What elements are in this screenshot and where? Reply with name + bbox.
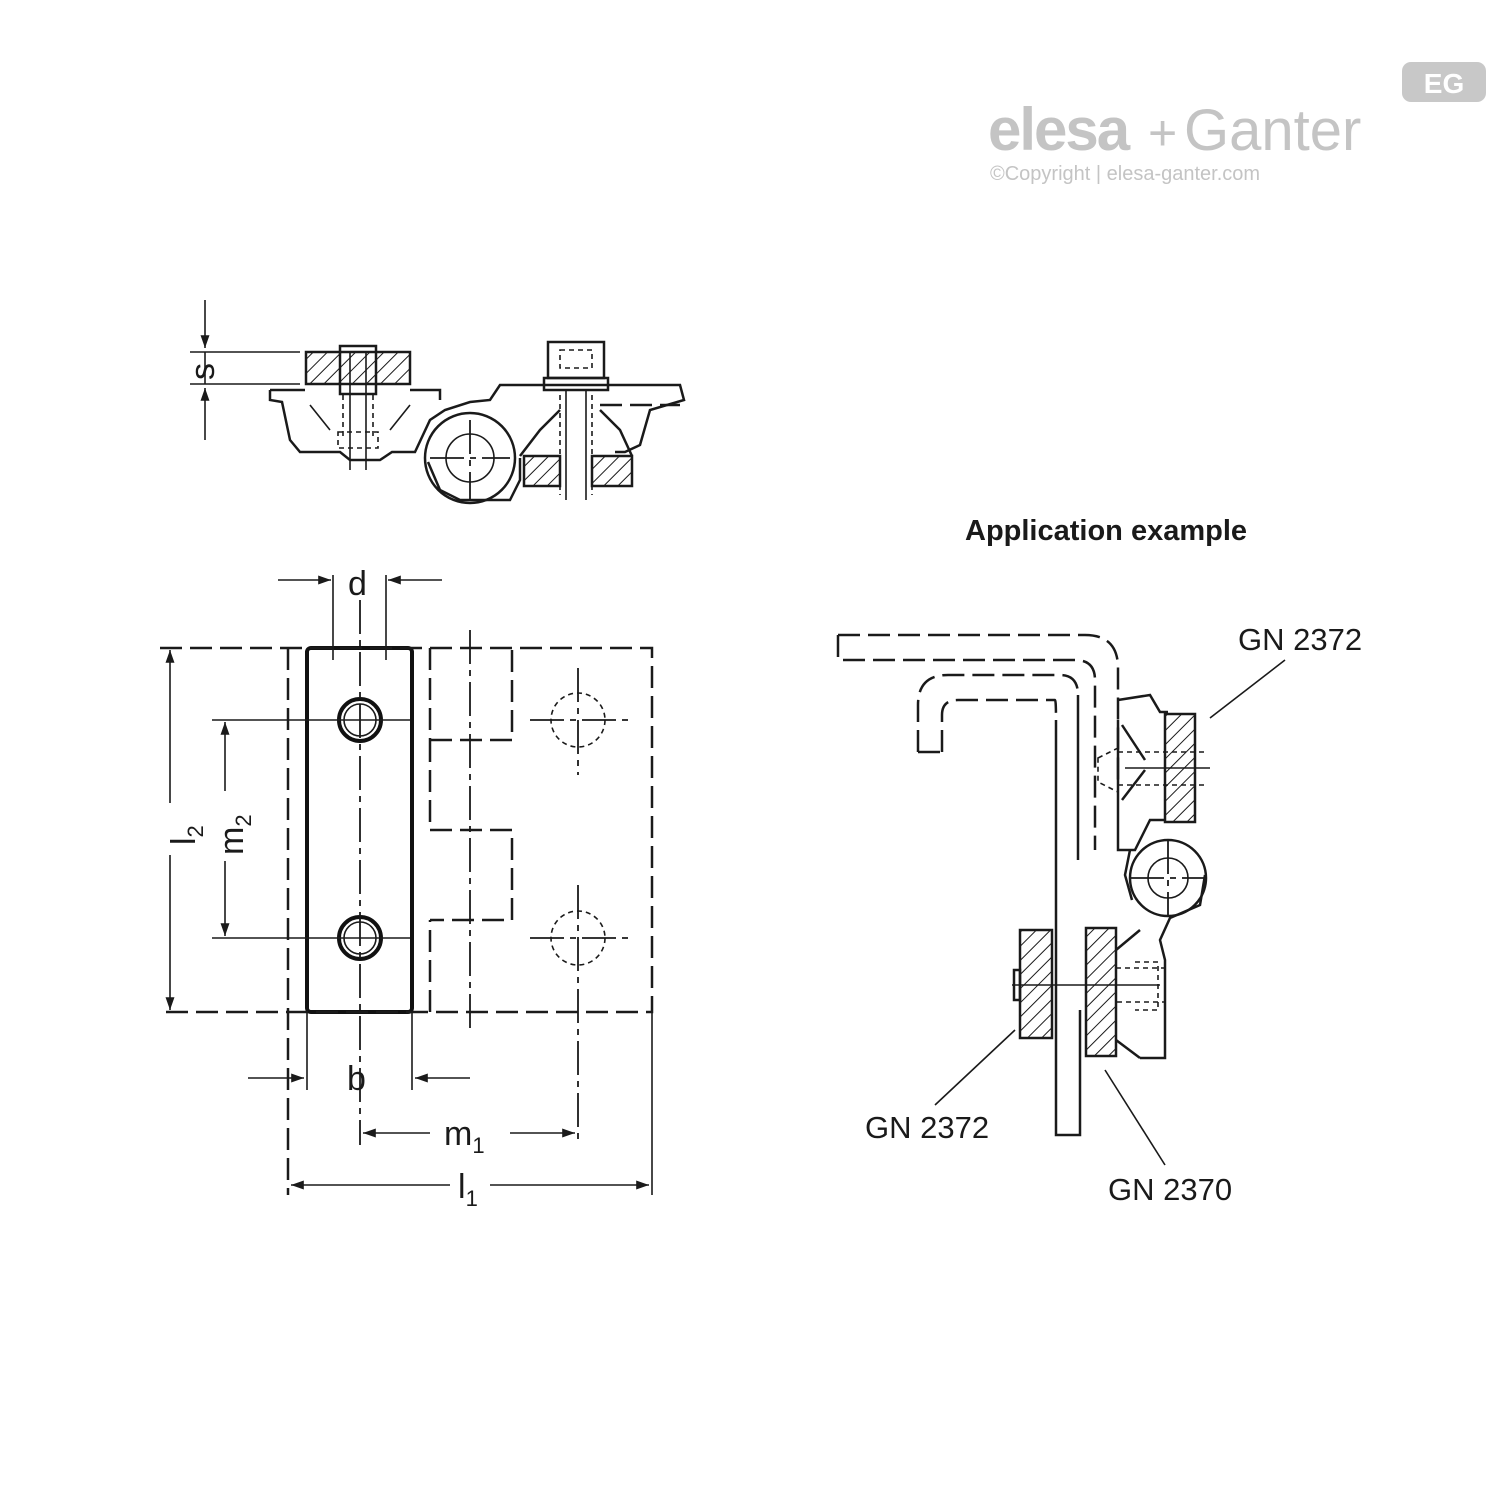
svg-text:m2: m2 [213, 814, 256, 855]
dimension-l1: l1 [458, 1168, 478, 1211]
front-view: d l2 m2 b m1 l1 [159, 565, 654, 1211]
application-title: Application example [965, 515, 1247, 547]
lower-nut-plate-right [1084, 926, 1118, 1058]
dimension-m1: m1 [444, 1115, 485, 1158]
hinge-knuckle [423, 411, 517, 505]
svg-text:l2: l2 [165, 825, 208, 845]
eg-badge-label: EG [1424, 68, 1464, 99]
leader-left [934, 1029, 1016, 1106]
nut-plate-section [304, 350, 412, 386]
logo-plus: + [1148, 105, 1177, 161]
logo-ganter: Ganter [1184, 98, 1361, 163]
side-view: s [184, 300, 686, 505]
copyright-text: ©Copyright | elesa-ganter.com [990, 163, 1260, 185]
logo-elesa: elesa [988, 96, 1131, 163]
dimension-b: b [347, 1060, 366, 1098]
brand-logo: EG elesa + Ganter ©Copyright | elesa-gan… [988, 62, 1486, 185]
callout-gn2372-top: GN 2372 [1238, 622, 1362, 657]
leader-top [1209, 659, 1286, 719]
callout-gn2372-left: GN 2372 [865, 1110, 989, 1145]
dimension-d: d [348, 565, 367, 603]
eg-badge-icon: EG [1402, 62, 1486, 102]
dimension-l2: l2 [159, 803, 209, 855]
dimension-m2: m2 [209, 791, 257, 861]
dimension-s: s [184, 363, 222, 380]
leader-bottom [1104, 1069, 1166, 1166]
application-example: Application example GN 2372 [836, 515, 1362, 1207]
callout-gn2370: GN 2370 [1108, 1172, 1232, 1207]
lower-nut-plate-left [1018, 928, 1054, 1040]
